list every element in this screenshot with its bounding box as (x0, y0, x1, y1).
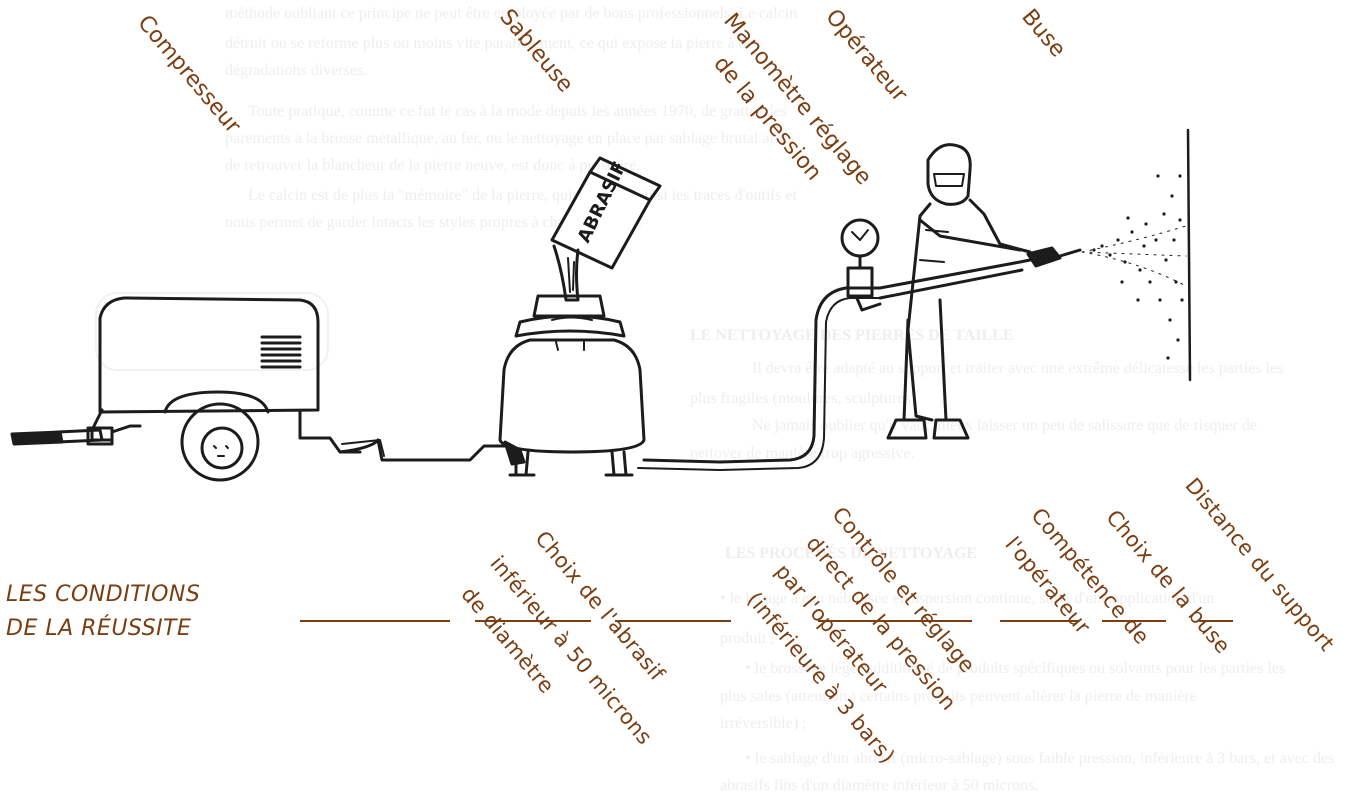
background-text-line: dégradations diverses. (225, 62, 368, 79)
abrasive-hose (642, 286, 882, 464)
manometer-drawing (840, 218, 882, 312)
background-text-line: LE NETTOYAGE DES PIERRES DE TAILLE (690, 327, 1014, 344)
condition-rule-2 (475, 620, 591, 622)
abrasive-bag-drawing: ABRASIF (550, 156, 662, 302)
spray-drawing (1092, 174, 1184, 360)
conditions-title-line2: DE LA RÉUSSITE (6, 616, 192, 641)
background-text-line: • le lavage à eau nébulisée en aspersion… (720, 590, 1215, 607)
background-text-line: • le sablage d'un abrasif (micro-sablage… (745, 750, 1335, 767)
background-text-line: produit ; (720, 630, 775, 647)
background-text-line: méthode oubliant ce principe ne peut êtr… (225, 5, 798, 22)
condition-rule-5 (1000, 620, 1078, 622)
background-text-line: de retrouver la blancheur de la pierre n… (225, 157, 641, 174)
background-text-line: Ne jamais oublier qu'il vaut mieux laiss… (752, 417, 1257, 434)
background-text-line: • le brossage léger additionné de produi… (745, 660, 1286, 677)
compressor-drawing (10, 296, 362, 482)
background-text-line: plus fragiles (moulures, sculptures). (690, 390, 920, 407)
air-hose (338, 438, 507, 462)
background-text-line: abrasifs fins d'un diamètre inférieur à … (720, 777, 1039, 794)
nozzle-hose (878, 256, 1042, 300)
background-text-line: irréversible) ; (720, 715, 807, 732)
background-text-line: détruit ou se reforme plus ou moins vite… (225, 35, 760, 52)
operator-drawing (886, 143, 1082, 440)
condition-rule-1 (300, 620, 450, 622)
condition-rule-3 (615, 620, 731, 622)
condition-rule-7 (1199, 620, 1233, 622)
condition-rule-4 (818, 620, 972, 622)
background-text-line: nettoyer de manière trop agressive. (690, 445, 915, 462)
background-text-line: parements à la brosse métallique, au fer… (225, 130, 788, 147)
support-wall (1186, 128, 1192, 382)
background-text-line: Le calcin est de plus la "mémoire" de la… (248, 187, 797, 204)
background-frame (95, 292, 329, 371)
conditions-title-line1: LES CONDITIONS (6, 582, 201, 607)
background-text-line: LES PROCÉDÉS DE NETTOYAGE (725, 545, 978, 562)
background-text-line: nous permet de garder intacts les styles… (225, 214, 643, 231)
condition-rule-6 (1102, 620, 1166, 622)
background-text-line: Il devra être adapté au support et trait… (752, 360, 1284, 377)
sableuse-drawing (498, 294, 646, 477)
background-text-line: plus sales (attention : certains produit… (720, 688, 1197, 705)
background-text-line: Toute pratique, comme ce fut le cas à la… (248, 103, 788, 120)
conditions-title: LES CONDITIONS DE LA RÉUSSITE (6, 578, 200, 646)
